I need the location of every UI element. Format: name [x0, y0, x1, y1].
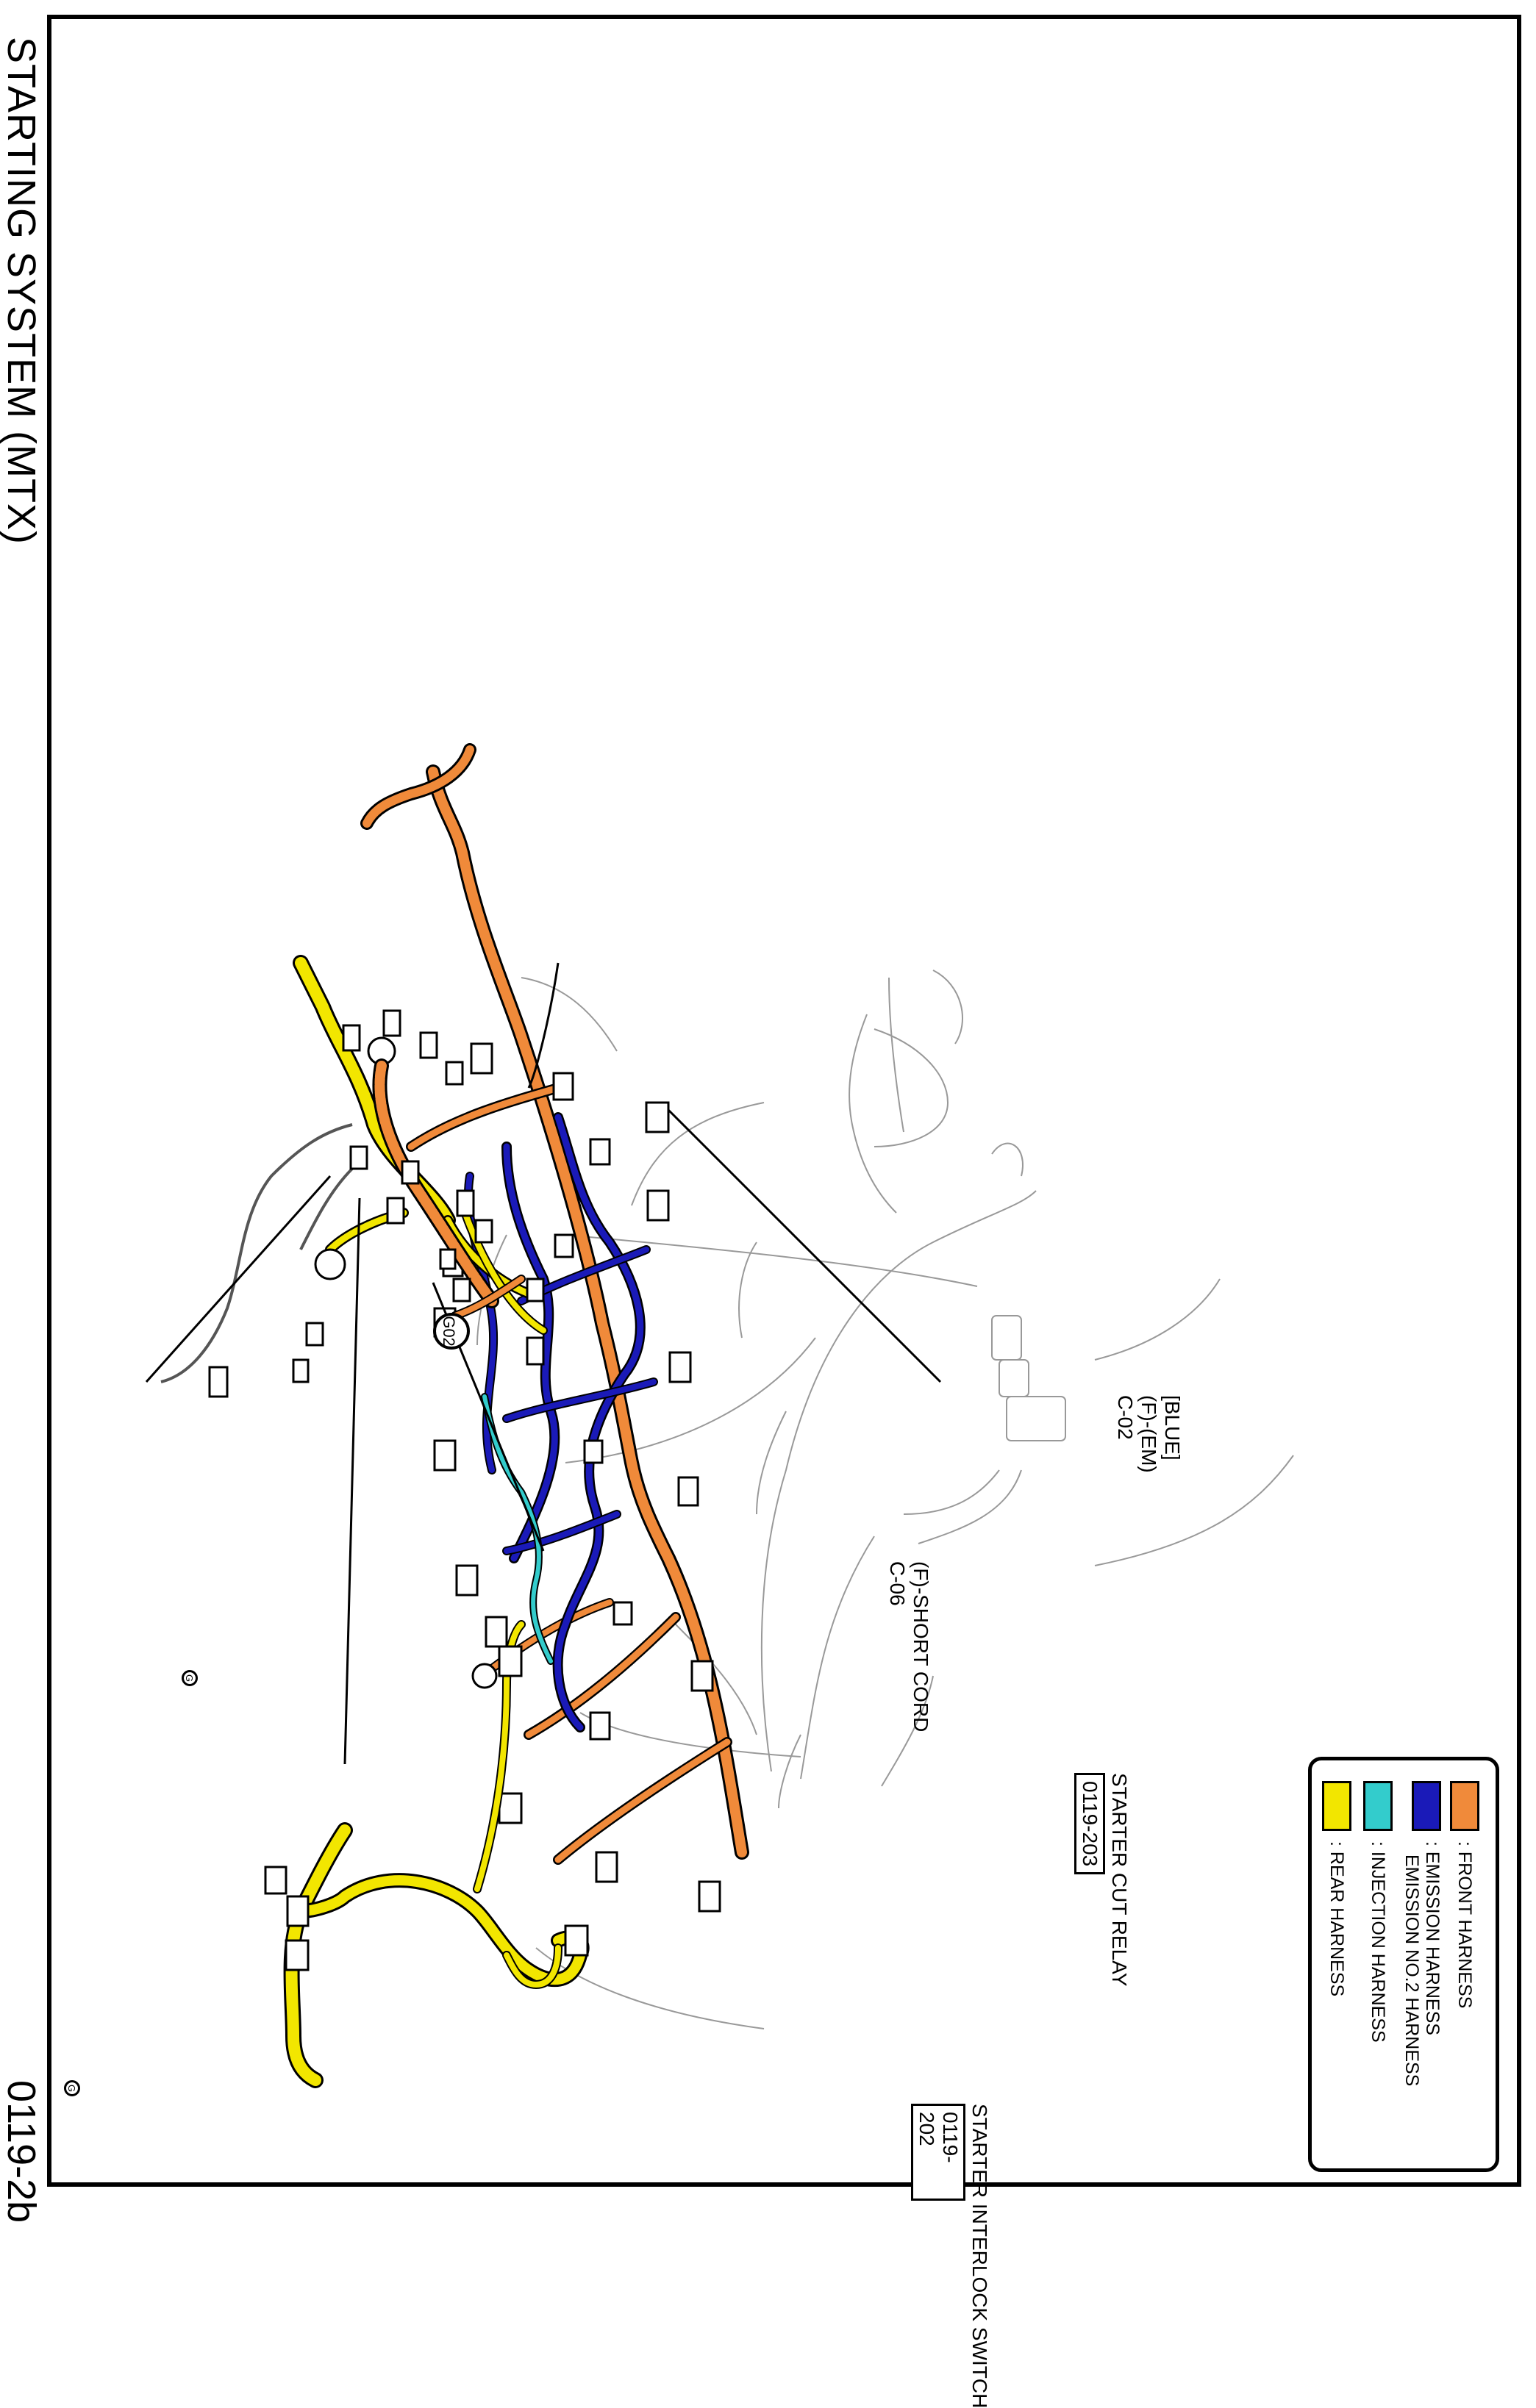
front-harness [360, 743, 749, 1865]
callout-interlock-switch-code: 0119-202 [911, 2104, 965, 2201]
ground-symbol-dash: G [182, 1670, 198, 1686]
leader-interlock-switch [145, 1175, 332, 1383]
rear-harness-floor [283, 1620, 590, 2088]
callout-starter-cut-relay-name: STARTER CUT RELAY [1108, 1773, 1131, 1987]
relay-switch-wires [160, 1123, 354, 1383]
callout-c02-harness: (F)-(EM) [1137, 1395, 1160, 1473]
front-harness-dash [372, 1058, 526, 1320]
callout-c02-code: C-02 [1114, 1395, 1137, 1440]
wiring-illustration [145, 743, 1294, 2088]
callout-short-cord-name: (F)-SHORT CORD [910, 1561, 932, 1732]
leader-starter-cut-relay [343, 1197, 361, 1765]
leader-c02 [667, 1108, 942, 1383]
callout-starter-cut-relay-code: 0119-203 [1074, 1773, 1105, 1875]
dash-grommet [314, 1248, 346, 1280]
ground-g02-symbol: G02 [433, 1313, 470, 1350]
floor-connectors [264, 1645, 589, 1971]
callout-short-cord-code: C-06 [886, 1561, 909, 1606]
emission-harness [463, 1112, 658, 1732]
engine-bay-outline [631, 970, 1037, 1809]
cabin-outline [476, 977, 1294, 2029]
diagram-page: STARTING SYSTEM (MTX) 0119-2b : FRONT HA… [0, 15, 1521, 2408]
leader-g02 [527, 962, 560, 1089]
ground-symbol-floor: G [64, 2080, 80, 2096]
callout-interlock-switch-name: STARTER INTERLOCK SWITCH [968, 2104, 991, 2408]
callout-c02-color: [BLUE] [1161, 1395, 1184, 1461]
dash-connectors [208, 1009, 545, 1398]
